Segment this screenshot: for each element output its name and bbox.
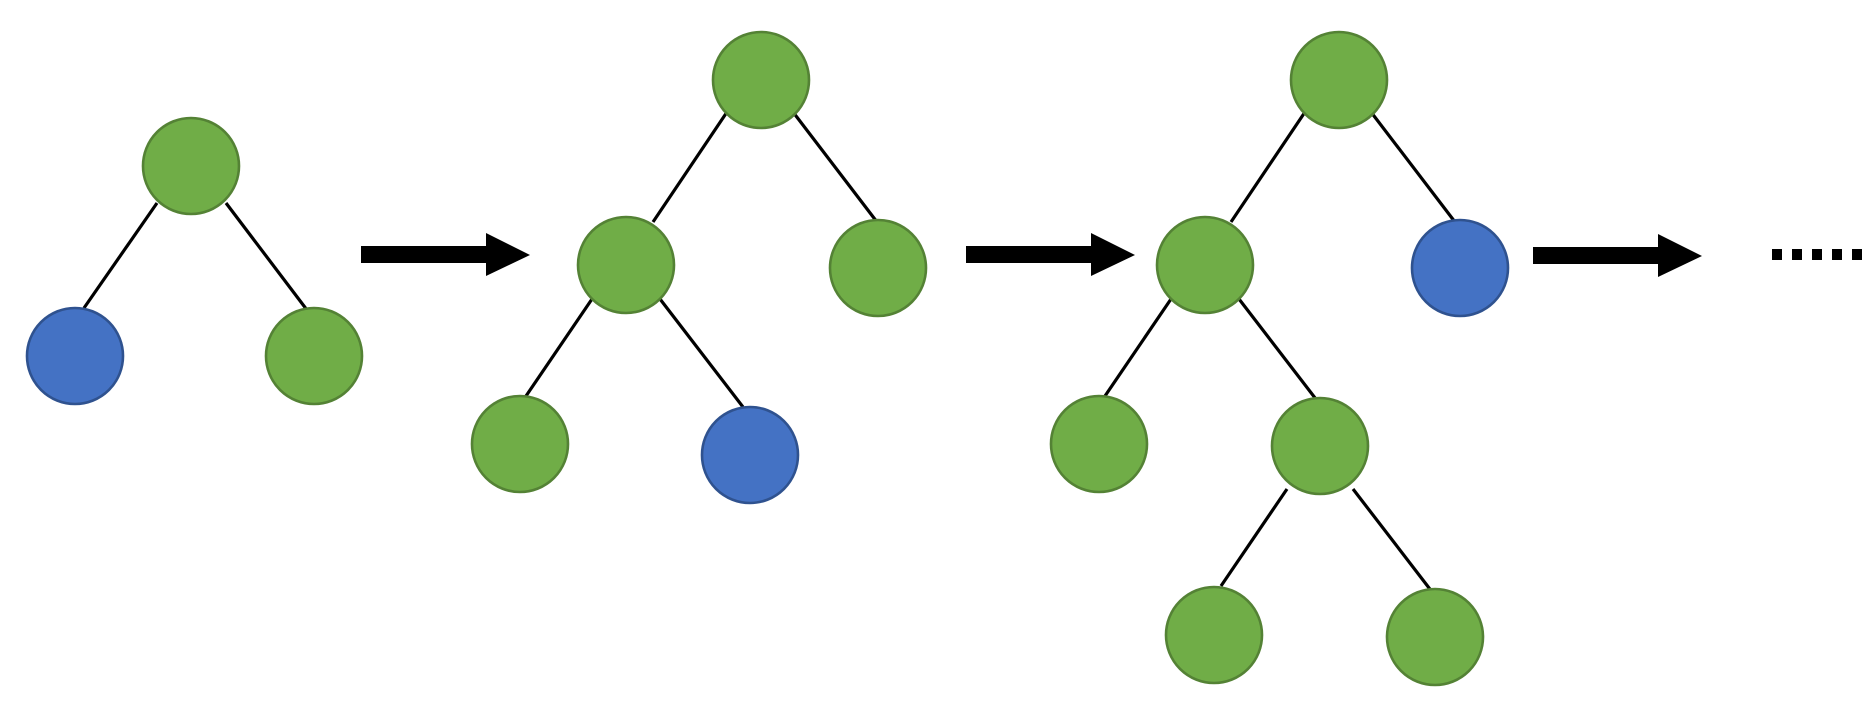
tree3-node-left-right-left	[1164, 585, 1264, 685]
arrow-3-shaft	[1533, 247, 1660, 264]
tree3-node-right	[1410, 218, 1510, 318]
tree1-edge-root-left	[82, 202, 159, 309]
tree2-node-root	[711, 30, 811, 130]
tree1-node-left	[25, 306, 125, 406]
ellipsis-dot-4	[1832, 249, 1842, 260]
arrow-3-head	[1658, 234, 1702, 277]
ellipsis-dot-2	[1792, 249, 1802, 260]
tree3-node-left	[1155, 215, 1255, 315]
tree1-edge-root-right	[224, 202, 309, 311]
arrow-2-head	[1091, 233, 1135, 276]
tree-step-2	[470, 30, 928, 505]
tree2-node-right	[828, 218, 928, 318]
tree3-edge-root-right	[1369, 111, 1457, 223]
arrow-2-shaft	[966, 246, 1093, 263]
arrow-1-head	[486, 233, 530, 276]
tree3-node-left-right	[1270, 396, 1370, 496]
tree2-node-left	[576, 215, 676, 315]
tree3-node-left-left	[1049, 394, 1149, 494]
tree3-edge-leftright-r	[1351, 488, 1438, 598]
tree2-edge-left-leftleft	[524, 298, 594, 397]
tree2-edge-root-right	[791, 111, 879, 223]
ellipsis-dot-3	[1812, 249, 1822, 260]
tree3-node-left-right-right	[1385, 587, 1485, 687]
arrow-3	[1533, 234, 1702, 277]
tree2-edge-left-leftright	[658, 298, 745, 408]
tree2-node-left-left	[470, 394, 570, 494]
tree3-edge-root-left	[1229, 111, 1307, 223]
arrow-2	[966, 233, 1135, 276]
tree-step-3	[1049, 30, 1510, 687]
tree3-edge-left-leftright	[1237, 298, 1324, 408]
arrow-1-shaft	[361, 246, 488, 263]
tree1-node-root	[141, 116, 241, 216]
ellipsis-dot-5	[1852, 249, 1862, 260]
tree3-edge-left-leftleft	[1103, 298, 1173, 397]
continuation-ellipsis	[1772, 249, 1862, 260]
tree3-edge-leftright-l	[1219, 488, 1289, 587]
tree2-edge-root-left	[651, 111, 729, 223]
ellipsis-dot-1	[1772, 249, 1782, 260]
tree3-node-root	[1289, 30, 1389, 130]
tree-step-1	[25, 116, 364, 406]
arrow-1	[361, 233, 530, 276]
tree1-node-right	[264, 306, 364, 406]
tree2-node-left-right	[700, 405, 800, 505]
